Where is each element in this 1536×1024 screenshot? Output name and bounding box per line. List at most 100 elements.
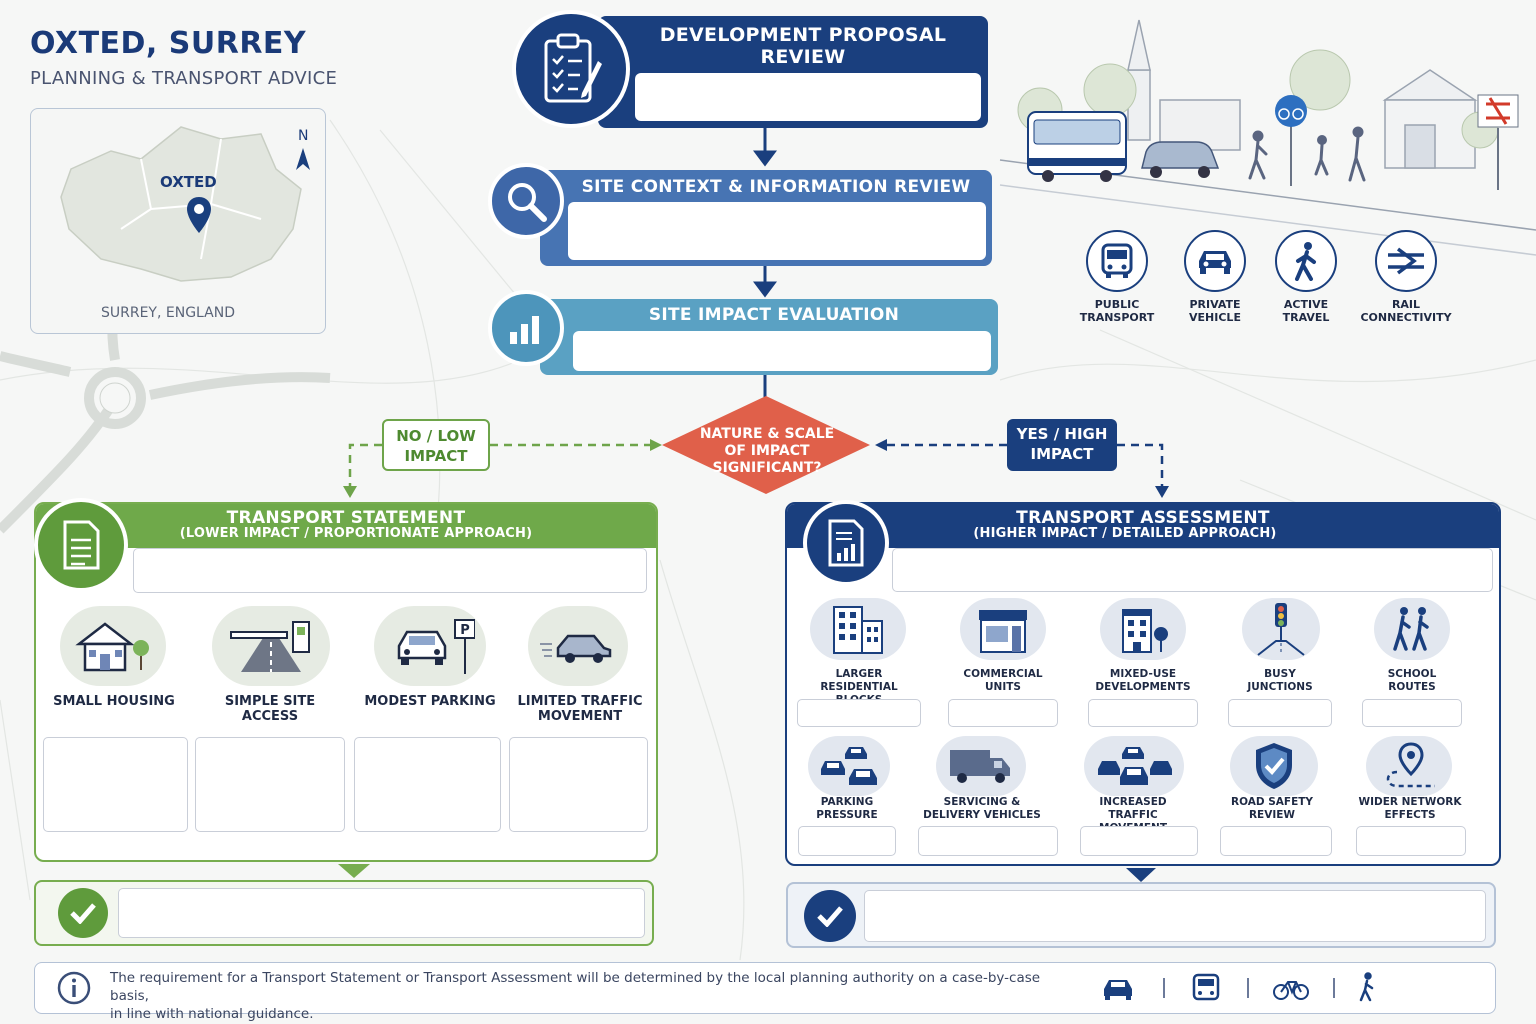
truck-icon [936, 736, 1026, 796]
rail-icon [1375, 230, 1437, 292]
ts-item-simple-site-access: SIMPLE SITE ACCESS [224, 694, 316, 724]
location-pin-icon [187, 197, 211, 233]
shopfront-icon [960, 598, 1046, 660]
ta-notes-r2-4 [1220, 826, 1332, 856]
ta-notes-r2-2 [918, 826, 1058, 856]
no-low-impact-label: NO / LOW IMPACT [382, 419, 490, 471]
ta-notes-r1-2 [948, 699, 1058, 727]
traffic-icon [1084, 736, 1184, 796]
ta-notes-r1-3 [1088, 699, 1198, 727]
ta-notes-r1-1 [797, 699, 921, 727]
ta-notes-r1-4 [1228, 699, 1332, 727]
decision-diamond [662, 396, 870, 494]
clipboard-icon [512, 10, 630, 128]
map-place-label: OXTED [160, 173, 217, 191]
shield-check-icon [1230, 736, 1318, 796]
svg-text:P: P [460, 623, 470, 638]
map-region-label: SURREY, ENGLAND [100, 305, 235, 321]
bus-icon [1086, 230, 1148, 292]
yes-high-impact-label: YES / HIGH IMPACT [1007, 419, 1117, 471]
step1-input-box [635, 73, 981, 121]
locator-map [30, 108, 326, 334]
roundabout-icon [84, 367, 146, 429]
page-subtitle: PLANNING & TRANSPORT ADVICE [30, 68, 338, 89]
ta-item-servicing-delivery: SERVICING &DELIVERY VEHICLES [923, 796, 1041, 821]
ts-summary-box [133, 548, 647, 593]
ta-title: TRANSPORT ASSESSMENT [1016, 508, 1270, 528]
bus-icon [1192, 973, 1220, 1001]
footer-note [34, 962, 1496, 1014]
north-arrow-icon [296, 148, 310, 170]
moving-car-icon [528, 606, 628, 686]
ts-notes-box-1 [43, 737, 188, 832]
ts-notes-box-4 [509, 737, 648, 832]
ta-outcome-box [864, 890, 1486, 942]
decision-text: NATURE & SCALE OF IMPACT SIGNIFICANT? [686, 426, 848, 477]
car-icon [1184, 230, 1246, 292]
cars-icon [808, 736, 890, 796]
page-title: OXTED, SURREY [30, 26, 307, 61]
pedestrians-illustration [1248, 126, 1366, 182]
transport-assessment-header: TRANSPORT ASSESSMENT [787, 504, 1499, 544]
site-gate-icon [212, 606, 330, 686]
check-icon [58, 888, 108, 938]
step3-input-box [573, 331, 991, 371]
ts-title: TRANSPORT STATEMENT [226, 508, 466, 528]
step2-input-box [568, 202, 986, 260]
parking-icon: P [374, 606, 486, 686]
info-icon [57, 971, 91, 1005]
ts-outcome-box [118, 888, 645, 938]
bus-illustration [1027, 111, 1127, 182]
walking-icon [1275, 230, 1337, 292]
rail-sign-illustration [1477, 94, 1519, 190]
transport-statement-header: TRANSPORT STATEMENT [36, 504, 656, 544]
ta-summary-box [892, 548, 1493, 592]
yes-line1: YES / HIGH [1016, 425, 1108, 443]
route-pin-icon [1366, 736, 1452, 796]
footer-line2: in line with national guidance. [110, 1006, 314, 1022]
document-icon [34, 498, 128, 592]
traffic-light-icon [1242, 598, 1320, 660]
footer-text: The requirement for a Transport Statemen… [110, 969, 1050, 1023]
north-label: N [298, 128, 309, 144]
ta-notes-r1-5 [1362, 699, 1462, 727]
ts-item-modest-parking: MODEST PARKING [364, 694, 496, 709]
car-illustration [1141, 141, 1220, 178]
ts-notes-box-2 [195, 737, 345, 832]
step1-title-line1: DEVELOPMENT PROPOSAL [659, 24, 947, 46]
pedestrians-icon [1374, 598, 1450, 660]
walking-icon [1359, 972, 1374, 1002]
magnifier-icon [488, 163, 564, 239]
check-icon [804, 890, 856, 942]
car-icon [1104, 980, 1132, 1000]
decision-line1: NATURE & SCALE [699, 426, 835, 442]
bar-chart-icon [488, 290, 564, 366]
step3-title: SITE IMPACT EVALUATION [648, 305, 900, 325]
step2-title: SITE CONTEXT & INFORMATION REVIEW [581, 177, 971, 197]
ta-notes-r2-1 [798, 826, 896, 856]
no-line2: IMPACT [404, 447, 468, 465]
house-icon [60, 606, 166, 686]
ts-subtitle: (LOWER IMPACT / PROPORTIONATE APPROACH) [179, 526, 533, 541]
footer-line1: The requirement for a Transport Statemen… [110, 970, 1041, 1004]
mixed-use-icon [1100, 598, 1186, 660]
step1-title-line2: REVIEW [760, 46, 846, 68]
ts-item-small-housing: SMALL HOUSING [53, 694, 175, 709]
decision-line2: OF IMPACT [724, 443, 810, 459]
ts-notes-box-3 [354, 737, 501, 832]
ta-notes-r2-3 [1080, 826, 1198, 856]
footer-mode-icons [1104, 972, 1374, 1002]
yes-line2: IMPACT [1030, 445, 1094, 463]
